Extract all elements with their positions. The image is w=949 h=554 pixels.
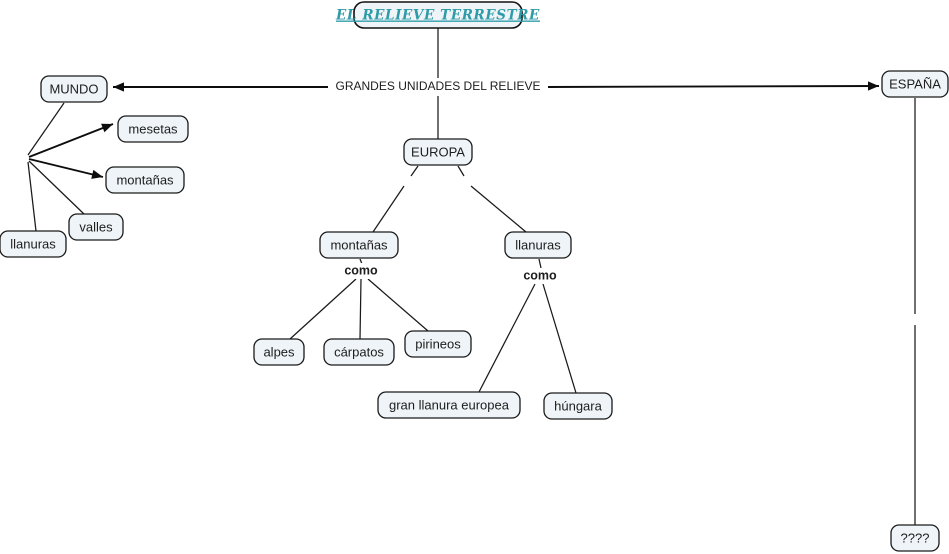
edge-como-to-gran	[478, 283, 536, 393]
node-box-mesetas[interactable]	[117, 115, 189, 143]
root-link-label-text: GRANDES UNIDADES DEL RELIEVE	[336, 79, 541, 93]
edge-llanuras-to-como	[538, 258, 542, 269]
node-label-mundo: MUNDO	[49, 81, 98, 96]
edge-como-to-hungara	[542, 283, 577, 394]
link-label-text: como	[523, 268, 557, 282]
node-box-hungara[interactable]	[543, 392, 613, 420]
node-label-montanas_mundo: montañas	[116, 172, 174, 187]
node-europa[interactable]: EUROPA	[403, 138, 473, 166]
node-box-montanas_mundo[interactable]	[105, 166, 185, 194]
edge-spine-to-espana	[545, 85, 880, 88]
node-label-europa: EUROPA	[411, 144, 465, 159]
node-montanas_mundo[interactable]: montañas	[105, 166, 185, 194]
arrowhead-spine-to-espana	[867, 81, 879, 91]
node-box-alpes[interactable]	[253, 338, 305, 366]
node-box-valles[interactable]	[68, 213, 124, 241]
node-llanuras_mundo[interactable]: llanuras	[0, 230, 67, 258]
root-link-label: GRANDES UNIDADES DEL RELIEVE	[328, 78, 548, 96]
edge-hub-to-valles	[28, 160, 85, 215]
edge-como-to-carpatos	[359, 278, 362, 340]
node-montanas_eu[interactable]: montañas	[319, 231, 399, 259]
arrowhead-layer	[91, 81, 879, 179]
node-unknown[interactable]: ????	[890, 524, 940, 552]
node-box-europa[interactable]	[403, 138, 473, 166]
node-label-llanuras_eu: llanuras	[515, 237, 561, 252]
edge-como-to-pirineos	[367, 278, 429, 332]
node-label-espana: ESPAÑA	[889, 76, 941, 91]
node-title[interactable]: EL RELIEVE TERRESTRE	[335, 1, 540, 29]
root-link-label-backdrop	[328, 78, 548, 96]
node-hungara[interactable]: húngara	[543, 392, 613, 420]
node-label-hungara: húngara	[554, 398, 602, 413]
edge-hub-to-llanuras	[27, 161, 37, 232]
node-espana[interactable]: ESPAÑA	[881, 70, 949, 98]
node-box-espana[interactable]	[881, 70, 949, 98]
title-node-box[interactable]	[353, 1, 523, 29]
node-box-llanuras_eu[interactable]	[504, 231, 572, 259]
node-layer: MUNDO ESPAÑA mesetas montañas valles llanuras…	[0, 70, 949, 552]
node-gran_llanura[interactable]: gran llanura europea	[377, 391, 521, 419]
node-pirineos[interactable]: pirineos	[404, 330, 472, 358]
edge-mundo-to-hub	[27, 102, 65, 156]
edge-hub-to-mesetas	[28, 123, 114, 158]
node-label-alpes: alpes	[263, 344, 295, 359]
edge-europa-to-montanas	[372, 165, 419, 233]
node-label-valles: valles	[79, 219, 113, 234]
node-box-montanas_eu[interactable]	[319, 231, 399, 259]
node-carpatos[interactable]: cárpatos	[323, 338, 395, 366]
node-box-mundo[interactable]	[40, 75, 108, 103]
node-label-unknown: ????	[901, 530, 930, 545]
node-valles[interactable]: valles	[68, 213, 124, 241]
link-label-como-montanas: como	[341, 263, 381, 279]
link-label-layer: como como	[341, 263, 560, 284]
edge-como-to-alpes	[289, 278, 357, 340]
node-box-gran_llanura[interactable]	[377, 391, 521, 419]
node-box-carpatos[interactable]	[323, 338, 395, 366]
node-label-montanas_eu: montañas	[330, 237, 388, 252]
edge-layer	[27, 28, 916, 525]
edge-europa-to-llanuras	[457, 165, 527, 233]
node-label-carpatos: cárpatos	[334, 344, 384, 359]
node-mundo[interactable]: MUNDO	[40, 75, 108, 103]
node-label-llanuras_mundo: llanuras	[10, 236, 56, 251]
arrowhead-spine-to-mundo	[113, 82, 124, 92]
arrowhead-hub-to-montanas	[91, 169, 103, 179]
link-label-text: como	[344, 263, 378, 277]
node-label-mesetas: mesetas	[128, 121, 178, 136]
link-label-como-llanuras: como	[520, 268, 560, 284]
edge-hub-to-montanas	[28, 158, 104, 178]
title-node-label: EL RELIEVE TERRESTRE	[335, 8, 540, 24]
node-label-pirineos: pirineos	[415, 336, 461, 351]
node-box-llanuras_mundo[interactable]	[0, 230, 67, 258]
node-label-gran_llanura: gran llanura europea	[389, 397, 510, 412]
node-box-unknown[interactable]	[890, 524, 940, 552]
node-alpes[interactable]: alpes	[253, 338, 305, 366]
arrowhead-hub-to-mesetas	[101, 123, 113, 133]
node-mesetas[interactable]: mesetas	[117, 115, 189, 143]
node-box-pirineos[interactable]	[404, 330, 472, 358]
node-llanuras_eu[interactable]: llanuras	[504, 231, 572, 259]
